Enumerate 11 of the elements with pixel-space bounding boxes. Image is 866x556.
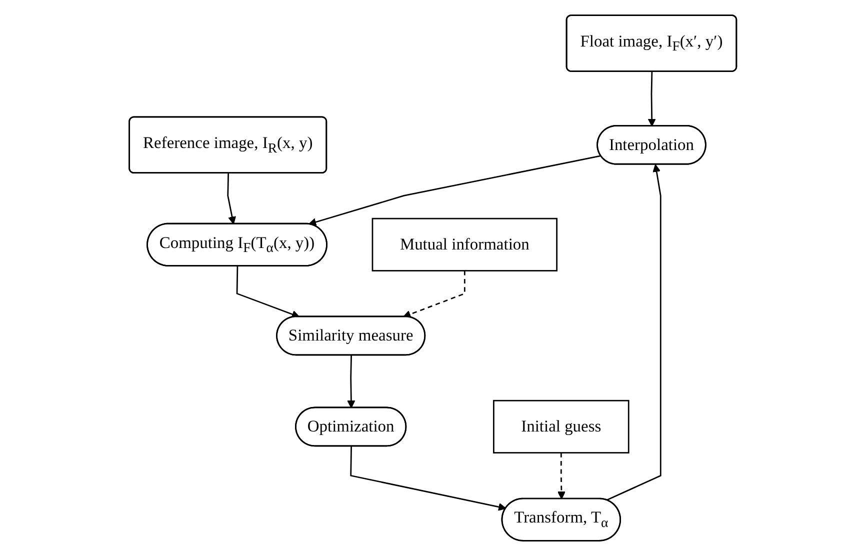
arrow [347, 355, 356, 408]
arrow [648, 72, 656, 126]
arrow [236, 266, 300, 318]
arrow [558, 452, 566, 500]
arrow [350, 446, 506, 511]
arrow [403, 270, 466, 318]
node-box: Initial guess [493, 400, 630, 454]
arrow [606, 164, 662, 501]
arrow [227, 173, 236, 224]
node-box: Mutual information [372, 218, 558, 272]
arrow [308, 155, 602, 226]
